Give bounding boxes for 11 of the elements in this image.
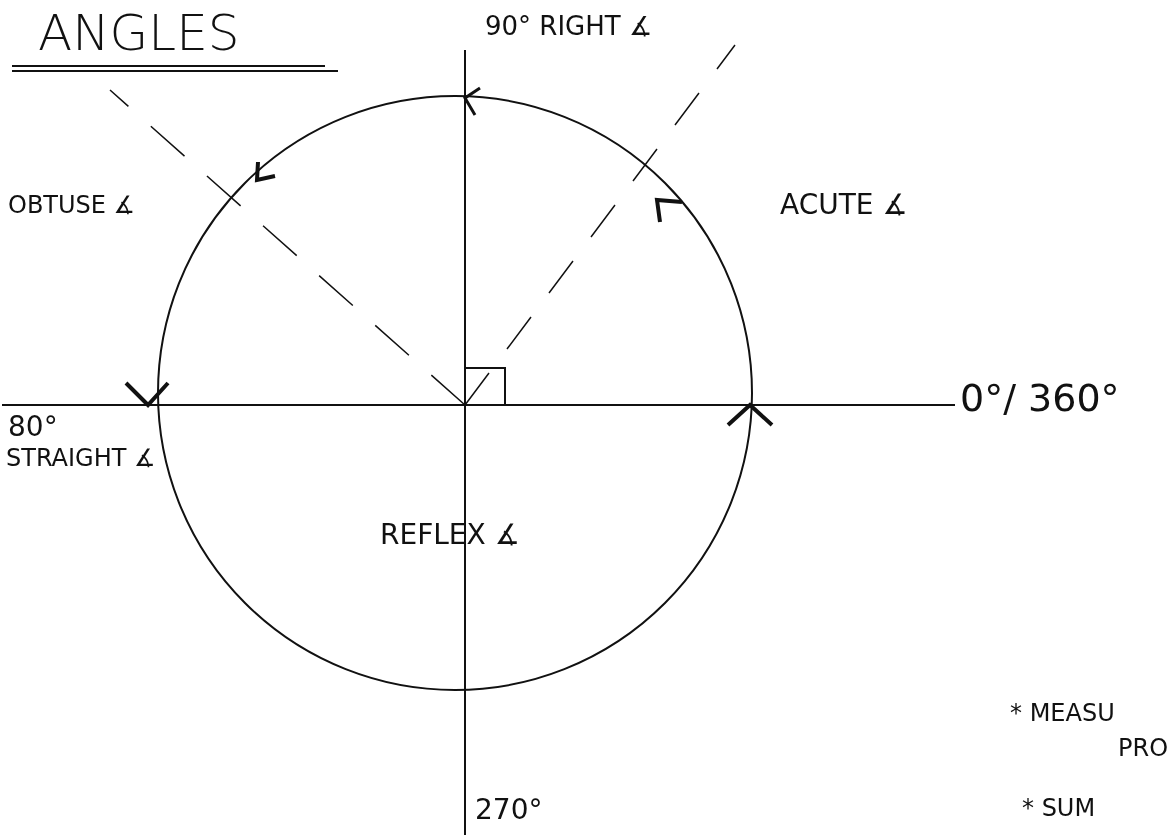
angle-label: ACUTE ∡ xyxy=(780,190,908,221)
note-text: PRO xyxy=(1118,735,1169,762)
degree-label: 0°/ 360° xyxy=(960,378,1120,420)
degree-label: 270° xyxy=(475,795,543,826)
angle-label: 90° RIGHT ∡ xyxy=(485,12,653,41)
note-text: * SUM xyxy=(1022,795,1096,822)
degree-label: 80° xyxy=(8,412,58,443)
note-text: * MEASU xyxy=(1010,700,1115,727)
title: ANGLES xyxy=(38,6,240,61)
angle-label: STRAIGHT ∡ xyxy=(6,445,156,472)
angle-label: OBTUSE ∡ xyxy=(8,192,136,219)
